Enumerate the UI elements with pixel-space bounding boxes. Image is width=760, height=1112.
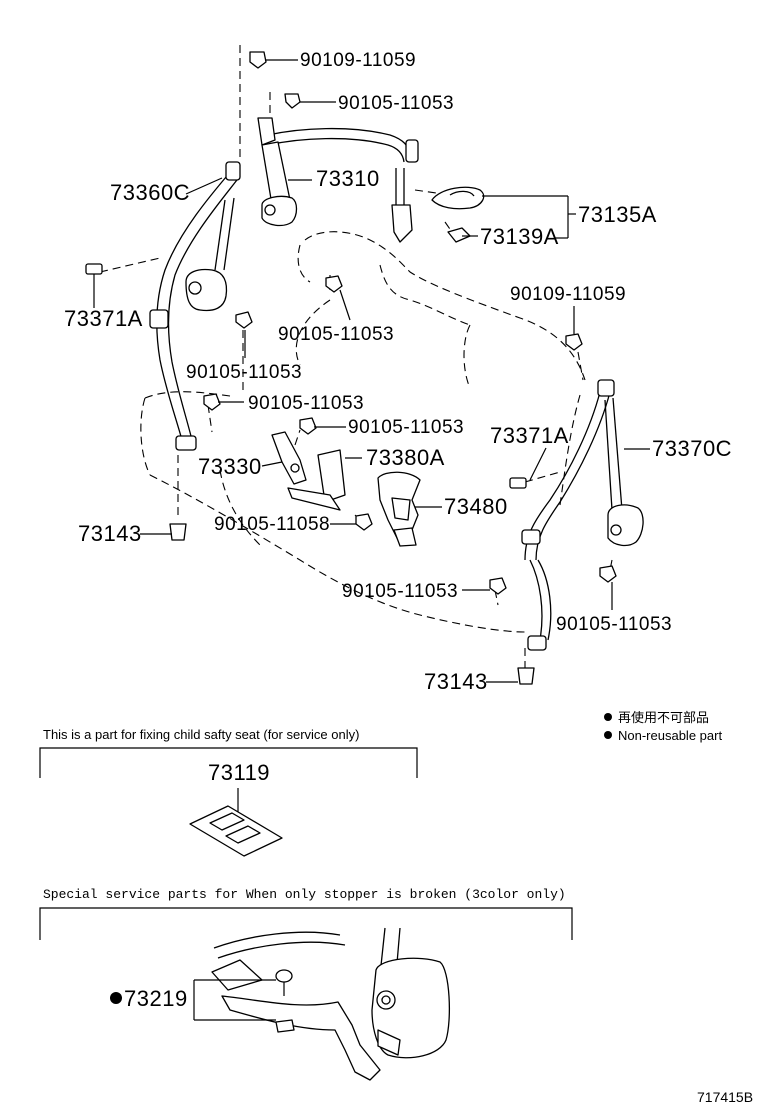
upper-belt-assembly	[257, 117, 419, 243]
child-seat-note: This is a part for fixing child safty se…	[43, 727, 359, 742]
label-73135a: 73135A	[578, 202, 657, 227]
clip-73371a-right	[509, 477, 527, 489]
label-73370c: 73370C	[652, 436, 732, 461]
label-90105-11053-top: 90105-11053	[338, 93, 454, 114]
label-73380a: 73380A	[366, 445, 445, 470]
legend-dot-jp	[604, 713, 612, 721]
legend-en: Non-reusable part	[618, 728, 722, 743]
label-90105-11053-left-mid: 90105-11053	[186, 362, 302, 383]
label-90105-11053-center: 90105-11053	[278, 324, 394, 345]
legend-dot-en	[604, 731, 612, 739]
label-90105-11053-buckle: 90105-11053	[348, 417, 464, 438]
center-buckle-assembly	[271, 431, 421, 547]
stopper-section: Special service parts for When only stop…	[39, 887, 573, 1081]
label-90109-11059-top: 90109-11059	[300, 50, 416, 71]
label-73143-right: 73143	[424, 669, 488, 694]
right-belt-assembly	[521, 379, 644, 651]
label-73143-left: 73143	[78, 521, 142, 546]
label-73480: 73480	[444, 494, 508, 519]
label-73139a: 73139A	[480, 224, 559, 249]
non-reusable-marker	[110, 992, 122, 1004]
legend-jp: 再使用不可部品	[618, 710, 709, 725]
buckle-cover-assembly	[431, 186, 485, 243]
seat-outline	[140, 231, 586, 633]
bolts	[169, 51, 617, 685]
label-73219: 73219	[124, 986, 188, 1011]
reference-code: 717415B	[697, 1089, 753, 1105]
label-73310: 73310	[316, 166, 380, 191]
legend: 再使用不可部品 Non-reusable part	[604, 710, 722, 743]
leader-lines	[93, 59, 650, 683]
label-90105-11053-left-low: 90105-11053	[248, 393, 364, 414]
label-90105-11053-bottom: 90105-11053	[342, 581, 458, 602]
label-73119: 73119	[208, 760, 270, 785]
part-labels: 90109-11059 90105-11053 73360C 73310 731…	[64, 50, 732, 694]
label-90105-11058: 90105-11058	[214, 514, 330, 535]
label-73360c: 73360C	[110, 180, 190, 205]
stopper-note: Special service parts for When only stop…	[43, 887, 566, 902]
label-90109-11059-right: 90109-11059	[510, 284, 626, 305]
label-73371a-left: 73371A	[64, 306, 143, 331]
child-seat-section: This is a part for fixing child safty se…	[39, 727, 418, 857]
label-90105-11053-right: 90105-11053	[556, 614, 672, 635]
label-73330: 73330	[198, 454, 262, 479]
label-73371a-right: 73371A	[490, 423, 569, 448]
clip-73371a-left	[85, 263, 103, 275]
left-belt-assembly	[149, 161, 241, 451]
